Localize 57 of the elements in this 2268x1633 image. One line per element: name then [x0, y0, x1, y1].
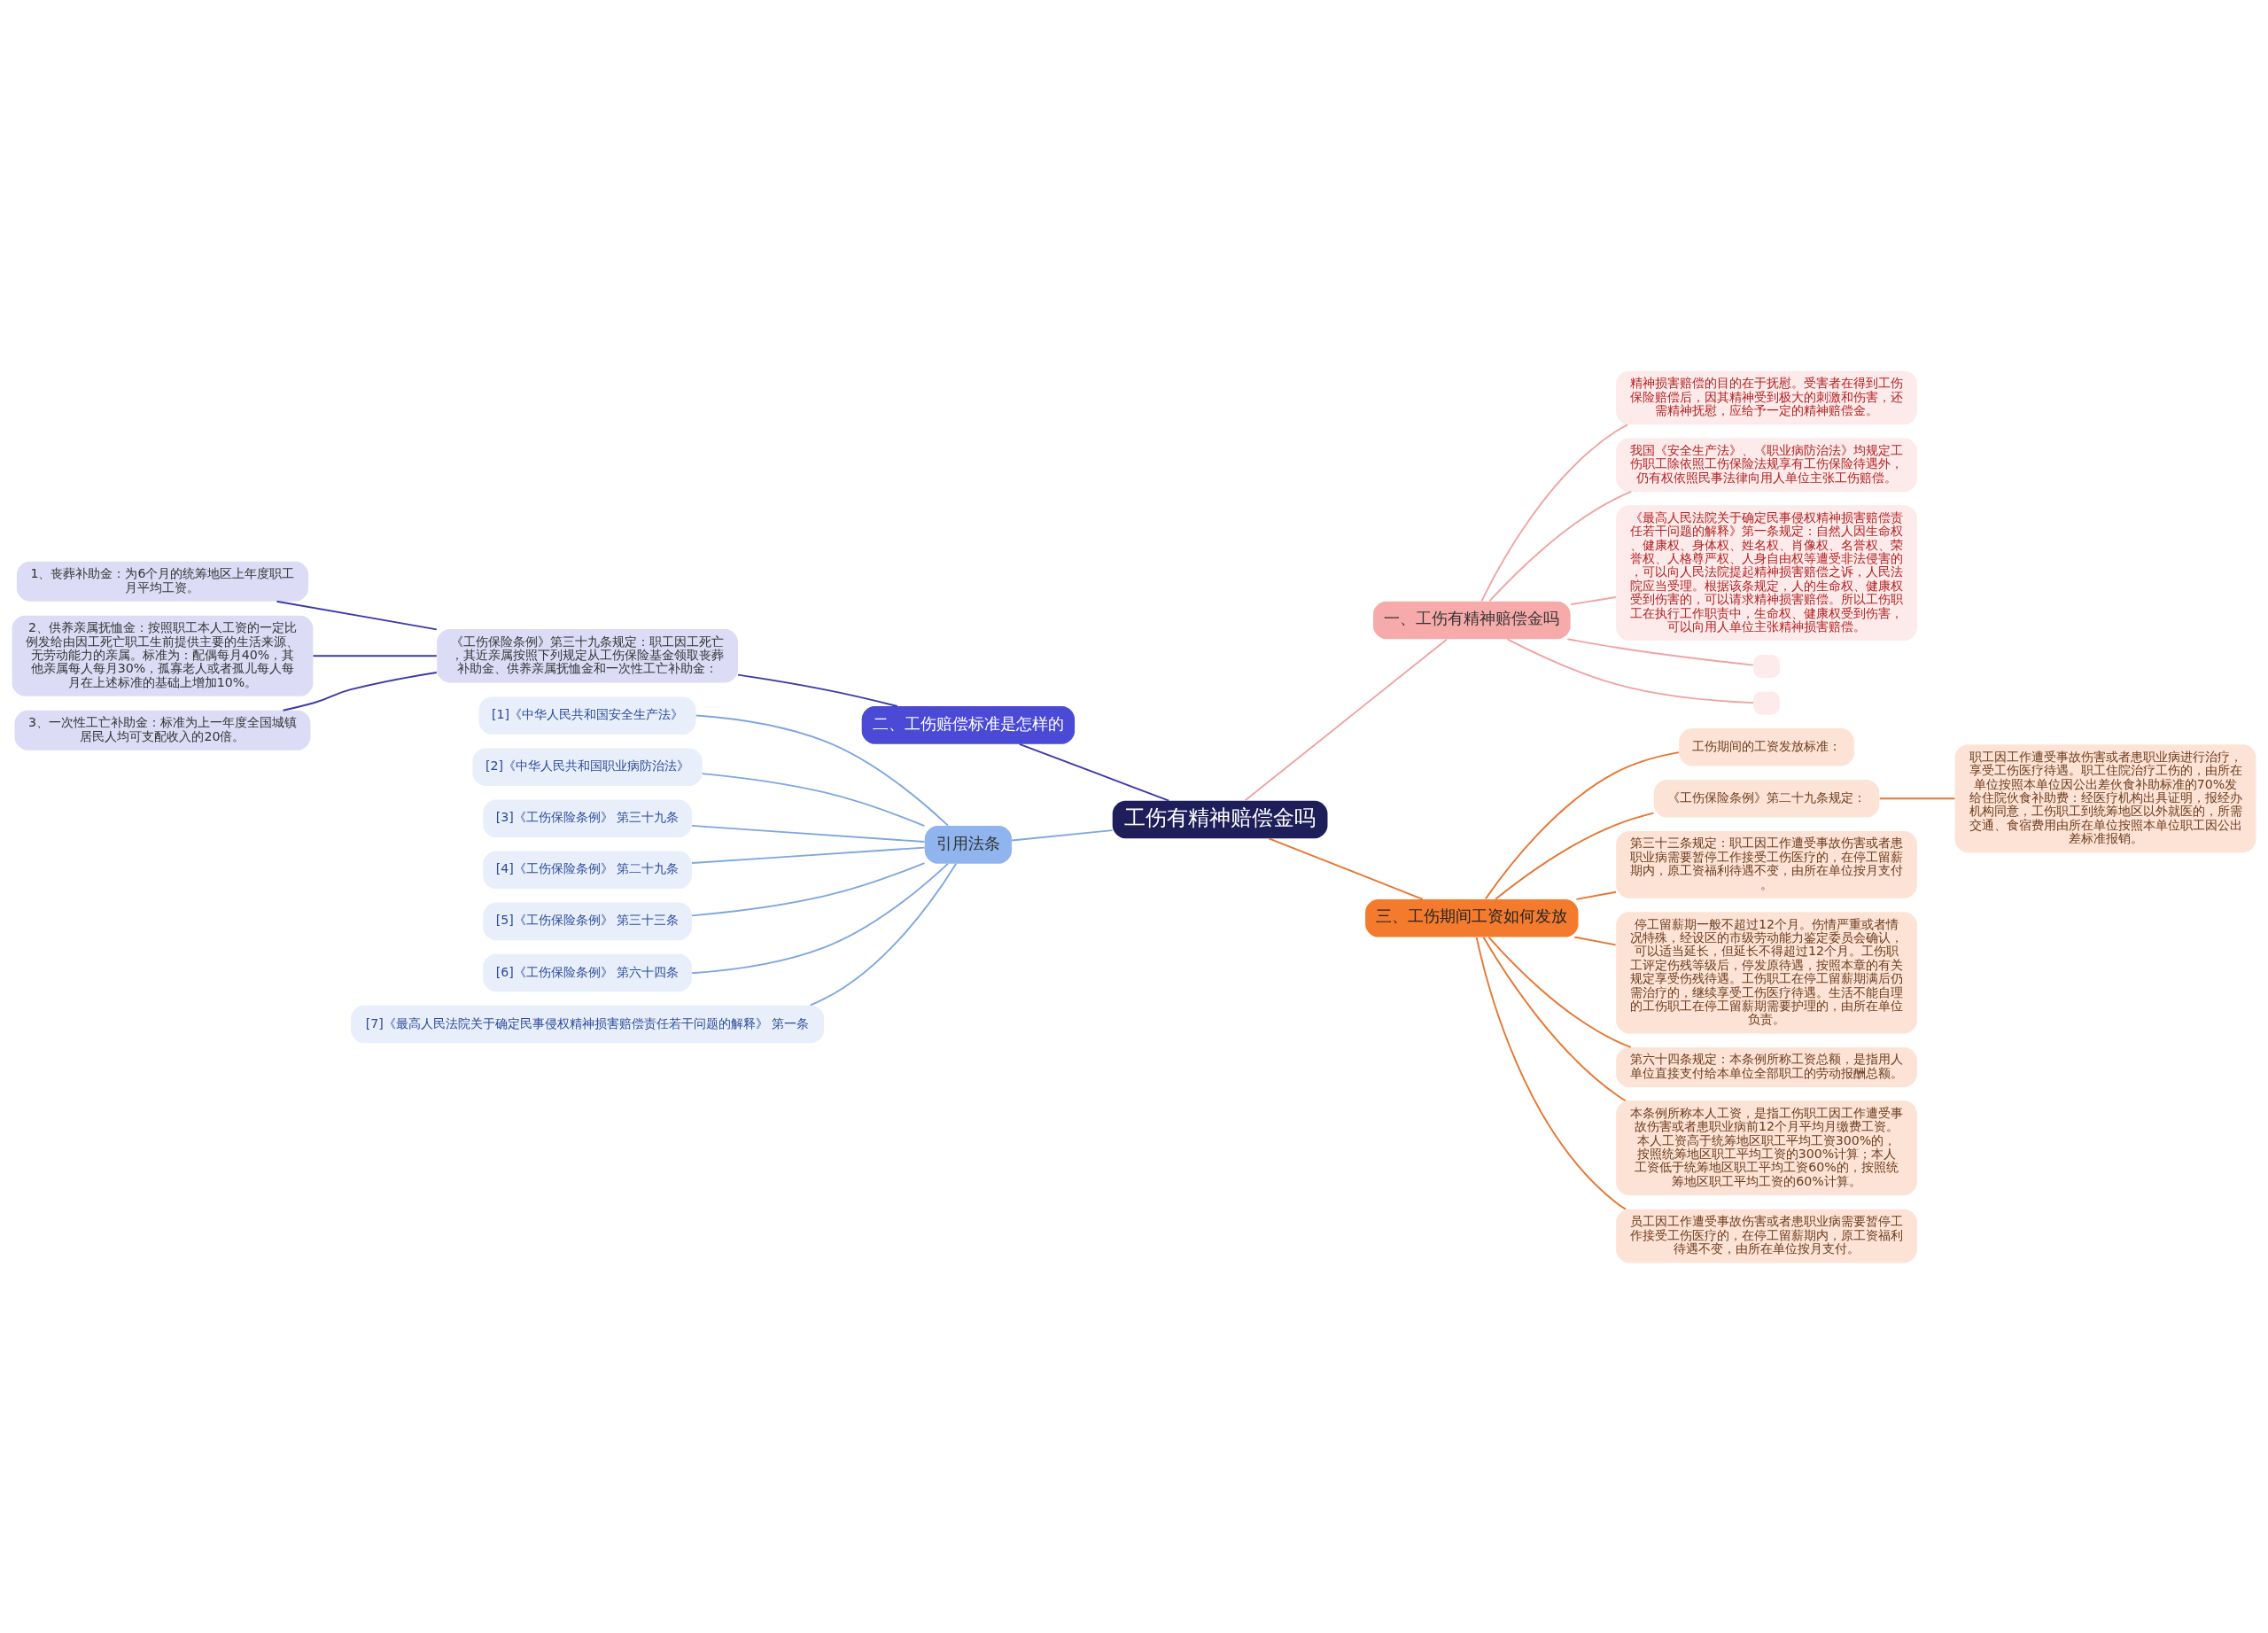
connector: [1244, 638, 1449, 801]
node-box: 本条例所称本人工资，是指工伤职工因工作遭受事故伤害或者患职业病前12个月平均月缴费工资。本人工资高于统筹地区职工平均工资300%的，按照统筹地区职工平均工资的300%计算；本人工资低于统筹地区职工平均工资60%的，按照统筹地区职工平均工资的60%计算。: [1616, 1100, 1917, 1195]
connector: [1570, 595, 1617, 605]
node-box: 一、工伤有精神赔偿金吗: [1373, 601, 1571, 639]
node-box: 停工留薪期一般不超过12个月。伤情严重或者情况特殊，经设区的市级劳动能力鉴定委员会确认，可以适当延长，但延长不得超过12个月。工伤职工评定伤残等级后，停发原待遇，按照本章的有关规定享受伤残待遇。工伤职工在停工留薪期满后仍需治疗的，继续享受工伤医疗待遇。生活不能自理的工伤职工在停工留薪期需要护理的，由所在单位负责。: [1616, 911, 1917, 1034]
node-box: 《最高人民法院关于确定民事侵权精神损害赔偿责任若干问题的解释》第一条规定：自然人因生命权、健康权、身体权、姓名权、肖像权、名誉权、荣誉权、人格尊严权、人身自由权等遭受非法侵害的，可以向人民法院提起精神损害赔偿之诉，人民法院应当受理。根据该条规定，人的生命权、健康权受到伤害的，可以请求精神损害赔偿。所以工伤职工在执行工作职责中，生命权、健康权受到伤害，可以向用人单位主张精神损害赔偿。: [1616, 504, 1917, 641]
connector: [1488, 490, 1633, 602]
connector: [282, 671, 438, 712]
connector: [1480, 423, 1628, 602]
node-box: 第三十三条规定：职工因工作遭受事故伤害或者患职业病需要暂停工作接受工伤医疗的，在停工留薪期内，原工资福利待遇不变，由所在单位按月支付。: [1616, 830, 1917, 898]
connector: [1487, 936, 1632, 1048]
node-box: 2、供养亲属抚恤金：按照职工本人工资的一定比例发给由因工死亡职工生前提供主要的生活来源、无劳动能力的亲属。标准为：配偶每月40%，其他亲属每人每月30%，孤寡老人或者孤儿每人每月在上述标准的基础上增加10%。: [12, 615, 314, 696]
node-box: 职工因工作遭受事故伤害或者患职业病进行治疗，享受工伤医疗待遇。职工住院治疗工伤的，由所在单位按照本单位因公出差伙食补助标准的70%发给住院伙食补助费：经医疗机构出具证明，报经办机构同意，工伤职工到统筹地区以外就医的，所需交通、食宿费用由所在单位按照本单位职工因公出差标准报销。: [1954, 743, 2256, 852]
connector: [691, 861, 926, 916]
node-box: [1]《中华人民共和国安全生产法》: [478, 696, 696, 735]
connector: [691, 846, 926, 864]
node-box: [1753, 654, 1780, 678]
connector: [1011, 828, 1114, 841]
node-box: 引用法条: [924, 825, 1013, 864]
node-box: 我国《安全生产法》、《职业病防治法》均规定工伤职工除依照工伤保险法规享有工伤保险待遇外，仍有权依照民事法律向用人单位主张工伤赔偿。: [1616, 438, 1917, 492]
connector: [1484, 750, 1680, 899]
node-box: 二、工伤赔偿标准是怎样的: [861, 705, 1076, 744]
connector: [1475, 936, 1627, 1210]
connector: [1575, 890, 1617, 900]
connector: [1566, 637, 1754, 666]
connector: [1573, 936, 1617, 945]
node-box: [7]《最高人民法院关于确定民事侵权精神损害赔偿责任若干问题的解释》 第一条: [351, 1005, 825, 1043]
node-box: 3、一次性工亡补助金：标准为上一年度全国城镇居民人均可支配收入的20倍。: [14, 710, 311, 750]
node-box: [1753, 691, 1780, 715]
node-box: 精神损害赔偿的目的在于抚慰。受害者在得到工伤保险赔偿后，因其精神受到极大的刺激和伤害，还需精神抚慰，应给予一定的精神赔偿金。: [1616, 370, 1917, 424]
node-box: [5]《工伤保险条例》 第三十三条: [483, 902, 692, 940]
node-box: 三、工伤期间工资如何发放: [1365, 898, 1579, 937]
connector: [276, 600, 438, 630]
connector: [1482, 936, 1627, 1101]
node-box: [4]《工伤保险条例》 第二十九条: [483, 851, 692, 889]
connector: [1495, 812, 1655, 900]
connector: [691, 824, 926, 843]
node-box: [3]《工伤保险条例》 第三十九条: [483, 798, 692, 837]
node-box: 工伤有精神赔偿金吗: [1112, 800, 1328, 838]
connector: [695, 714, 949, 827]
connector: [1018, 743, 1170, 801]
connector: [312, 654, 438, 657]
connector: [701, 772, 926, 827]
connector: [1878, 797, 1956, 799]
node-box: 员工因工作遭受事故伤害或者患职业病需要暂停工作接受工伤医疗的，在停工留薪期内，原工资福利待遇不变，由所在单位按月支付。: [1616, 1209, 1917, 1263]
node-box: 1、丧葬补助金：为6个月的统筹地区上年度职工月平均工资。: [16, 561, 309, 602]
node-box: 《工伤保险条例》第三十九条规定：职工因工死亡，其近亲属按照下列规定从工伤保险基金领取丧葬补助金、供养亲属抚恤金和一次性工亡补助金：: [437, 628, 738, 682]
node-box: 《工伤保险条例》第二十九条规定：: [1653, 779, 1880, 818]
node-box: [2]《中华人民共和国职业病防治法》: [472, 747, 703, 786]
connector: [809, 862, 958, 1006]
connector: [691, 862, 949, 974]
connector: [737, 673, 898, 707]
connector: [1268, 836, 1424, 900]
connector: [1506, 637, 1754, 704]
node-box: [6]《工伤保险条例》 第六十四条: [483, 953, 692, 991]
node-box: 第六十四条规定：本条例所称工资总额，是指用人单位直接支付给本单位全部职工的劳动报酬总额。: [1616, 1046, 1917, 1087]
node-box: 工伤期间的工资发放标准：: [1679, 727, 1854, 766]
